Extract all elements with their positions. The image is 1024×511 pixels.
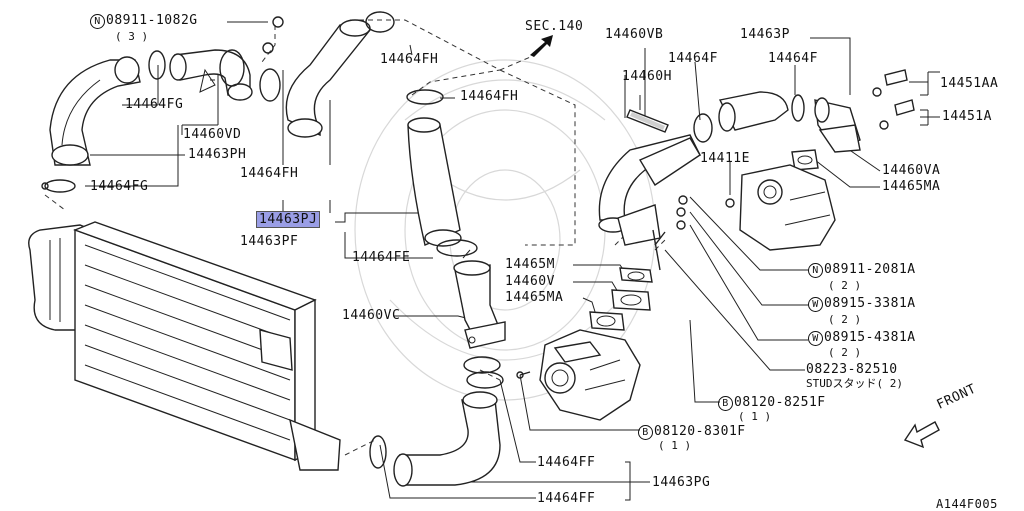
qty-w08915-3381a: ( 2 )	[828, 313, 862, 326]
part-label-14463pf[interactable]: 14463PF	[240, 234, 299, 249]
diagram-code: A144F005	[936, 497, 998, 511]
part-label-14464f-b[interactable]: 14464F	[768, 51, 818, 66]
hose-14463pf	[407, 117, 462, 247]
turbo-right	[739, 164, 836, 251]
part-label-14460v[interactable]: 14460V	[505, 274, 555, 289]
sec-arrow-icon	[530, 35, 553, 57]
front-arrow-icon	[903, 421, 940, 449]
part-label-14464fg-lower[interactable]: 14464FG	[90, 179, 149, 194]
part-label-14465ma-center[interactable]: 14465MA	[505, 290, 564, 305]
part-label-14465ma-right[interactable]: 14465MA	[882, 179, 941, 194]
part-label-14463pg[interactable]: 14463PG	[652, 475, 711, 490]
pipe-14460vc	[453, 260, 506, 349]
part-label-14463p[interactable]: 14463P	[740, 27, 790, 42]
part-label-14464fh-left[interactable]: 14464FH	[240, 166, 299, 181]
part-label-14460vc[interactable]: 14460VC	[342, 308, 401, 323]
part-label-14460vb[interactable]: 14460VB	[605, 27, 664, 42]
part-label-14411e[interactable]: 14411E	[700, 151, 750, 166]
part-label-14451aa[interactable]: 14451AA	[940, 76, 999, 91]
qty-b08120-8251f: ( 1 )	[738, 410, 772, 423]
part-label-14464ff-b[interactable]: 14464FF	[537, 491, 596, 506]
note-stud: STUDスタッド( 2)	[806, 377, 903, 390]
qty-n08911-2081a: ( 2 )	[828, 279, 862, 292]
part-label-14464fh-top[interactable]: 14464FH	[380, 52, 439, 67]
part-label-14464fe[interactable]: 14464FE	[352, 250, 411, 265]
qty-b08120-8301f: ( 1 )	[658, 439, 692, 452]
pipe-14460vb	[598, 134, 702, 246]
intercooler	[28, 221, 341, 471]
part-label-14464fg-upper[interactable]: 14464FG	[125, 97, 184, 112]
qty-n08911-1082g: ( 3 )	[115, 30, 149, 43]
part-label-14460h[interactable]: 14460H	[622, 69, 672, 84]
hose-14463ph	[49, 56, 141, 166]
turbo-center	[539, 329, 641, 421]
part-label-14465m[interactable]: 14465M	[505, 257, 555, 272]
hose-14463pj	[285, 19, 372, 138]
hose-14463pg	[393, 391, 501, 487]
part-label-14464f-a[interactable]: 14464F	[668, 51, 718, 66]
pipe-14460vd	[169, 49, 253, 101]
part-label-14464fh-mid[interactable]: 14464FH	[460, 89, 519, 104]
part-label-14451a[interactable]: 14451A	[942, 109, 992, 124]
sec-reference-label[interactable]: SEC.140	[525, 19, 584, 34]
part-label-14463ph[interactable]: 14463PH	[188, 147, 247, 162]
part-label-14463pj-highlighted[interactable]: 14463PJ	[256, 211, 321, 228]
part-label-14464ff-a[interactable]: 14464FF	[537, 455, 596, 470]
part-label-14460vd[interactable]: 14460VD	[183, 127, 242, 142]
qty-w08915-4381a: ( 2 )	[828, 346, 862, 359]
part-label-14460va[interactable]: 14460VA	[882, 163, 941, 178]
part-label-s08223-82510[interactable]: 08223-82510	[806, 362, 898, 377]
